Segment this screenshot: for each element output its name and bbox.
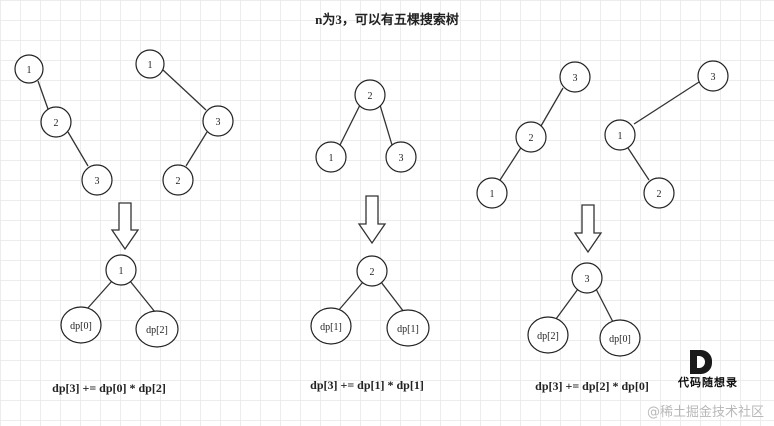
tree-5: 3 1 2 — [604, 60, 729, 209]
subtree-left — [60, 306, 102, 344]
tree-node-label: 1 — [148, 60, 153, 71]
tree-node-label: 1 — [27, 65, 32, 76]
tree-node — [385, 141, 417, 173]
tree-node-label: 3 — [95, 176, 100, 187]
subtree-root — [356, 255, 388, 287]
subtree-right-label: dp[0] — [609, 334, 631, 345]
subtree-root-label: 1 — [119, 266, 124, 277]
tree-2: 1 3 2 — [135, 49, 234, 196]
tree-node-label: 2 — [368, 91, 373, 102]
tree-node — [354, 79, 386, 111]
tree-node — [476, 177, 508, 209]
tree-node-label: 2 — [657, 189, 662, 200]
down-arrow-icon — [573, 204, 603, 254]
subtree-left-label: dp[1] — [320, 322, 342, 333]
diagram-title: n为3，可以有五棵搜索树 — [315, 12, 459, 27]
watermark: @稀土掘金技术社区 — [646, 405, 764, 420]
subtree-right-label: dp[1] — [397, 324, 419, 335]
tree-node-label: 3 — [711, 72, 716, 83]
tree-node — [315, 141, 347, 173]
subtree-left — [527, 316, 569, 354]
tree-node-label: 1 — [618, 131, 623, 142]
tree-node-label: 3 — [216, 117, 221, 128]
tree-node — [515, 121, 547, 153]
tree-node — [202, 105, 234, 137]
tree-node — [40, 106, 72, 138]
result-tree-1: 1 dp[0] dp[2] — [60, 254, 179, 348]
down-arrow-icon — [110, 202, 140, 251]
brand-name: 代码随想录 — [678, 376, 738, 389]
tree-node — [135, 49, 165, 79]
down-arrow-icon — [357, 195, 387, 245]
tree-node — [697, 60, 729, 92]
result-tree-3: 3 dp[2] dp[0] — [527, 262, 641, 357]
tree-node — [14, 54, 44, 84]
tree-node-label: 2 — [529, 133, 534, 144]
tree-4: 3 2 1 — [476, 61, 591, 209]
subtree-root-label: 2 — [370, 267, 375, 278]
tree-node-label: 2 — [176, 176, 181, 187]
formula-1: dp[3] += dp[0] * dp[2] — [52, 381, 166, 395]
subtree-left-label: dp[0] — [70, 321, 92, 332]
subtree-root — [571, 262, 603, 294]
subtree-left-label: dp[2] — [537, 331, 559, 342]
formula-3: dp[3] += dp[2] * dp[0] — [535, 379, 649, 393]
subtree-right — [599, 319, 641, 357]
tree-node-label: 3 — [399, 153, 404, 164]
brand-logo: 代码随想录 — [668, 350, 748, 390]
tree-node-label: 3 — [573, 73, 578, 84]
tree-node — [81, 164, 113, 196]
subtree-root-label: 3 — [585, 274, 590, 285]
tree-node — [162, 164, 194, 196]
subtree-root — [105, 254, 137, 286]
tree-node — [559, 61, 591, 93]
result-tree-2: 2 dp[1] dp[1] — [310, 255, 430, 347]
subtree-left — [310, 307, 352, 345]
subtree-right — [386, 309, 430, 347]
tree-3: 2 1 3 — [315, 79, 417, 173]
tree-node — [604, 119, 636, 151]
logo-d-icon — [690, 350, 712, 374]
tree-node-label: 2 — [54, 118, 59, 129]
tree-1: 1 2 3 — [14, 54, 113, 196]
tree-node-label: 1 — [490, 189, 495, 200]
subtree-right-label: dp[2] — [146, 325, 168, 336]
tree-node — [643, 177, 675, 209]
subtree-right — [135, 310, 179, 348]
tree-node-label: 1 — [329, 153, 334, 164]
formula-2: dp[3] += dp[1] * dp[1] — [310, 378, 424, 392]
